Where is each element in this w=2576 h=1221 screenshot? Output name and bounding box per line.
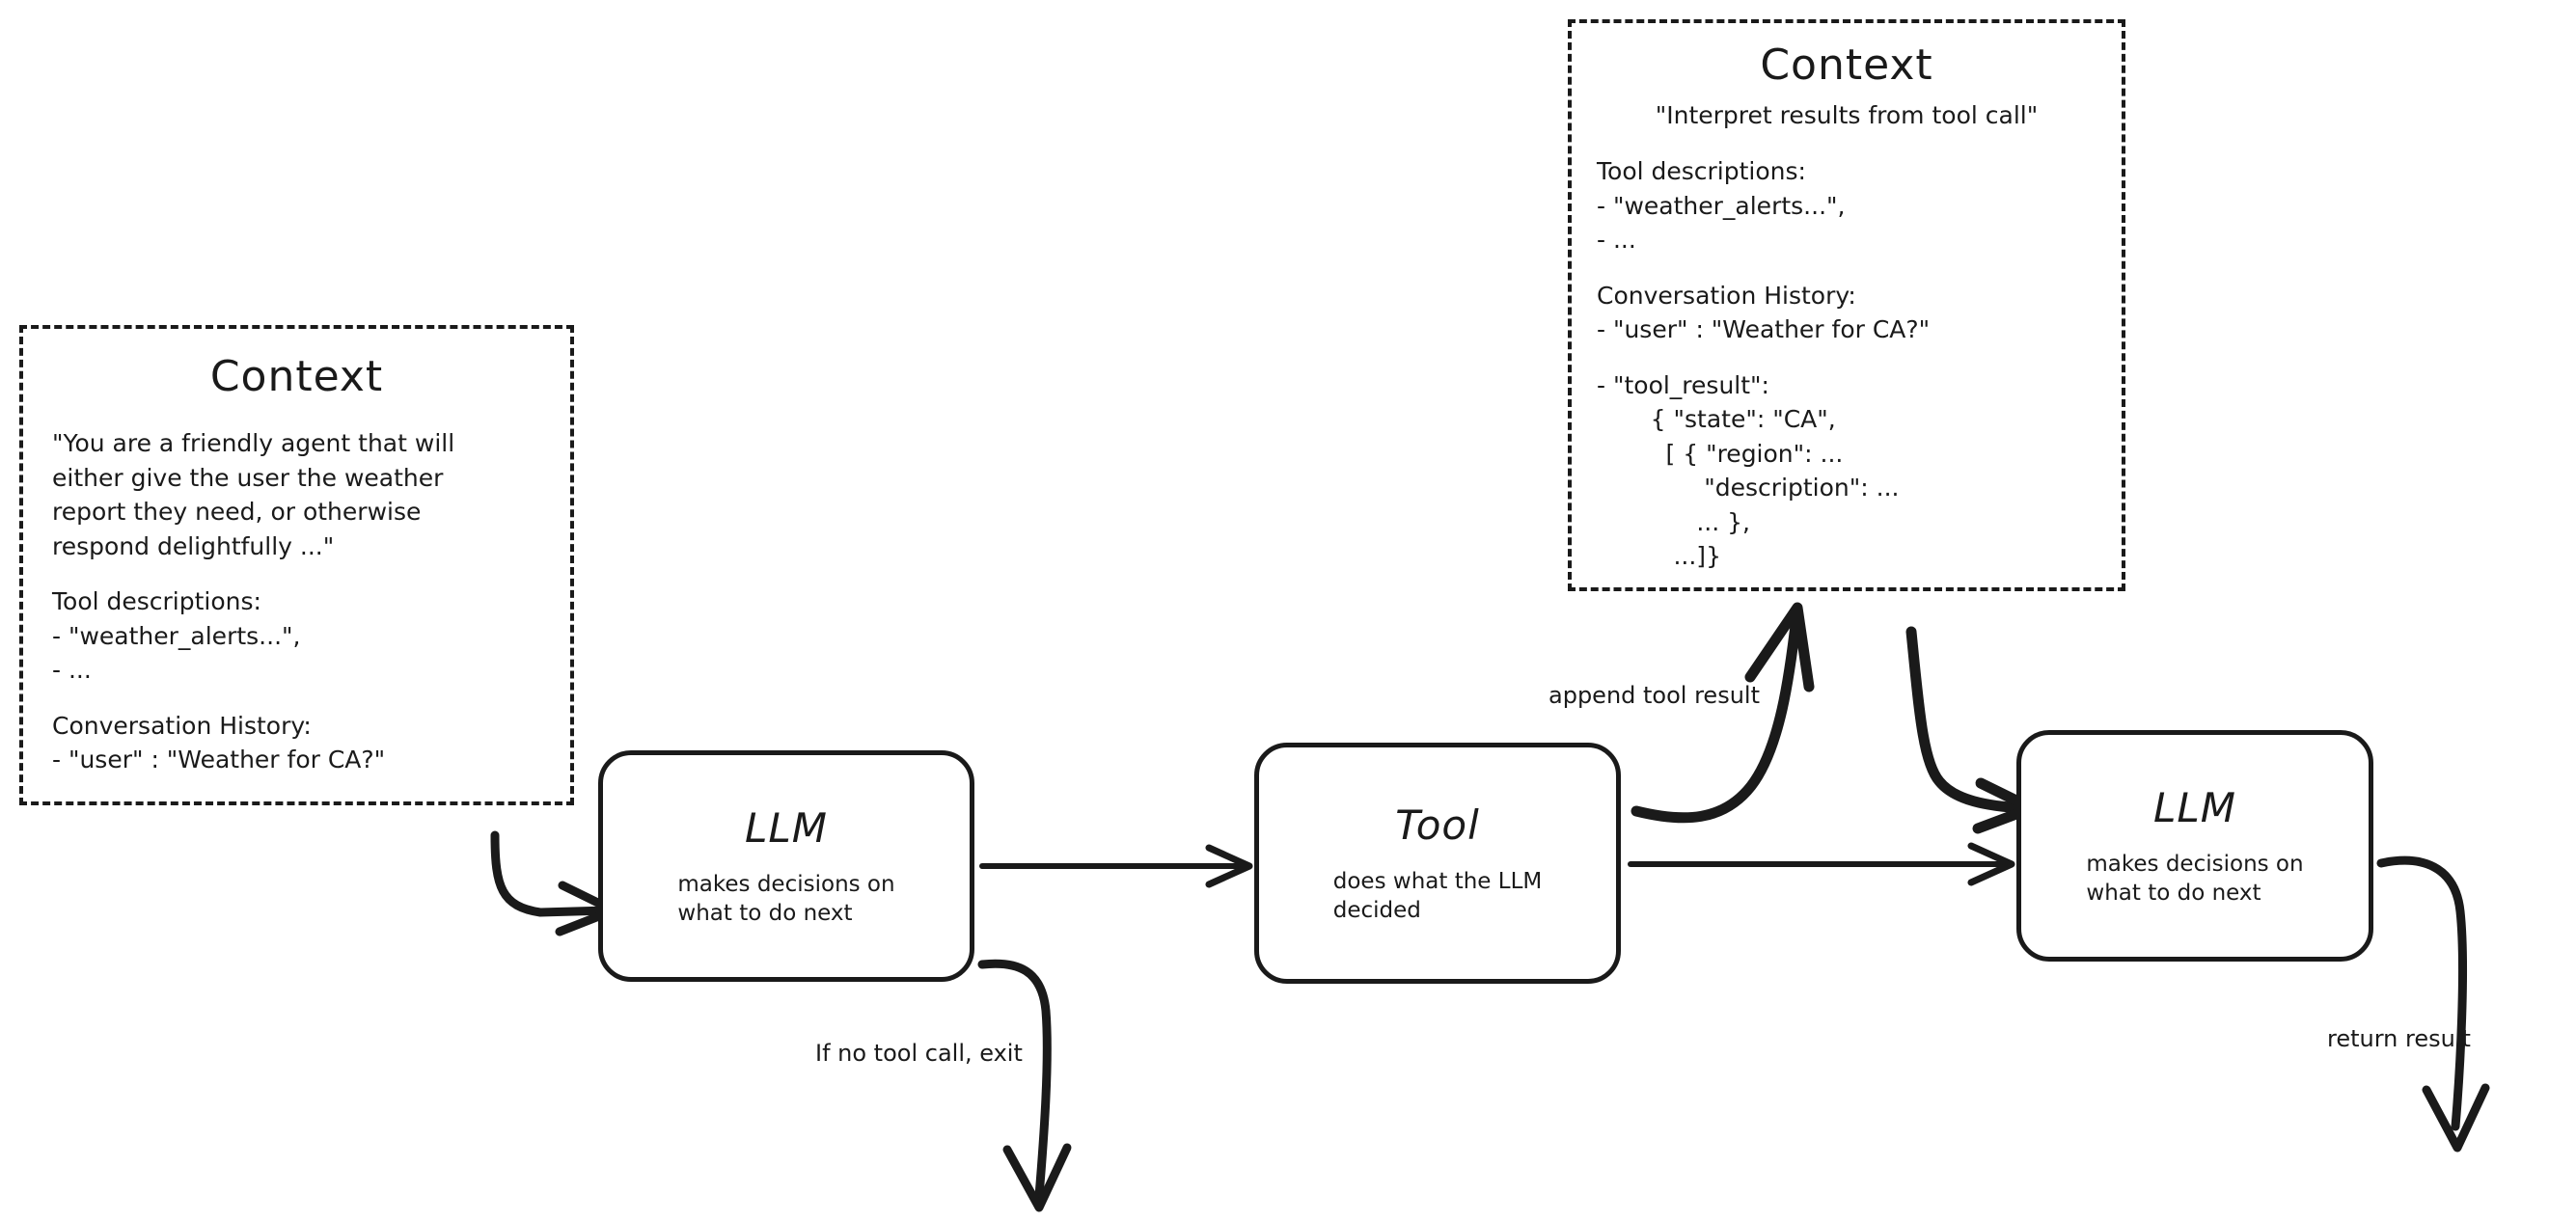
spacer xyxy=(52,688,541,709)
context-system-prompt-initial: "You are a friendly agent that will eith… xyxy=(52,429,455,560)
edge-context-to-llm2-arrow xyxy=(1905,626,2038,834)
context-conversation-header-after-tool: Conversation History: xyxy=(1597,281,1856,310)
context-tool-descriptions-items-initial: - "weather_alerts...", - ... xyxy=(52,621,301,685)
context-box-initial: Context "You are a friendly agent that w… xyxy=(19,325,574,805)
context-tool-descriptions-header-initial: Tool descriptions: xyxy=(52,587,261,615)
context-conversation-items-after-tool: - "user" : "Weather for CA?" xyxy=(1597,315,1931,343)
spacer xyxy=(1597,258,2096,279)
node-llm-first-title: LLM xyxy=(744,803,829,852)
context-conversation-items-initial: - "user" : "Weather for CA?" xyxy=(52,746,386,773)
context-tool-descriptions-items-after-tool: - "weather_alerts...", - ... xyxy=(1597,191,1846,255)
edge-tool-to-llm2-arrow xyxy=(1628,842,2015,886)
node-llm-first[interactable]: LLM makes decisions on what to do next xyxy=(598,750,974,982)
node-llm-first-subtitle: makes decisions on what to do next xyxy=(677,871,895,926)
edge-llm-to-tool-arrow xyxy=(979,844,1253,888)
edge-append-tool-result-arrow xyxy=(1631,602,1815,824)
node-llm-second-title: LLM xyxy=(2152,783,2237,831)
context-box-after-tool: Context "Interpret results from tool cal… xyxy=(1568,19,2125,591)
node-tool-title: Tool xyxy=(1395,800,1480,849)
edge-label-if-no-tool-call-exit: If no tool call, exit xyxy=(815,1040,1023,1067)
context-system-prompt-after-tool: "Interpret results from tool call" xyxy=(1655,101,2039,129)
context-title-after-tool: Context xyxy=(1760,41,1933,90)
context-conversation-header-initial: Conversation History: xyxy=(52,711,312,740)
context-title-initial: Context xyxy=(209,352,384,401)
spacer xyxy=(52,563,541,584)
edge-context-to-llm-arrow xyxy=(490,830,618,936)
node-tool[interactable]: Tool does what the LLM decided xyxy=(1254,743,1621,984)
context-tool-result-after-tool: - "tool_result": { "state": "CA", [ { "r… xyxy=(1597,370,1900,571)
node-llm-second-subtitle: makes decisions on what to do next xyxy=(2086,851,2304,906)
edge-label-return-result: return result xyxy=(2327,1025,2471,1052)
context-tool-descriptions-header-after-tool: Tool descriptions: xyxy=(1597,157,1806,185)
edge-exit-arrow xyxy=(977,959,1072,1212)
node-llm-second[interactable]: LLM makes decisions on what to do next xyxy=(2016,730,2373,962)
edge-label-append-tool-result: append tool result xyxy=(1548,682,1760,709)
node-tool-subtitle: does what the LLM decided xyxy=(1332,868,1543,923)
edge-return-result-arrow xyxy=(2376,855,2490,1153)
spacer xyxy=(1597,347,2096,368)
